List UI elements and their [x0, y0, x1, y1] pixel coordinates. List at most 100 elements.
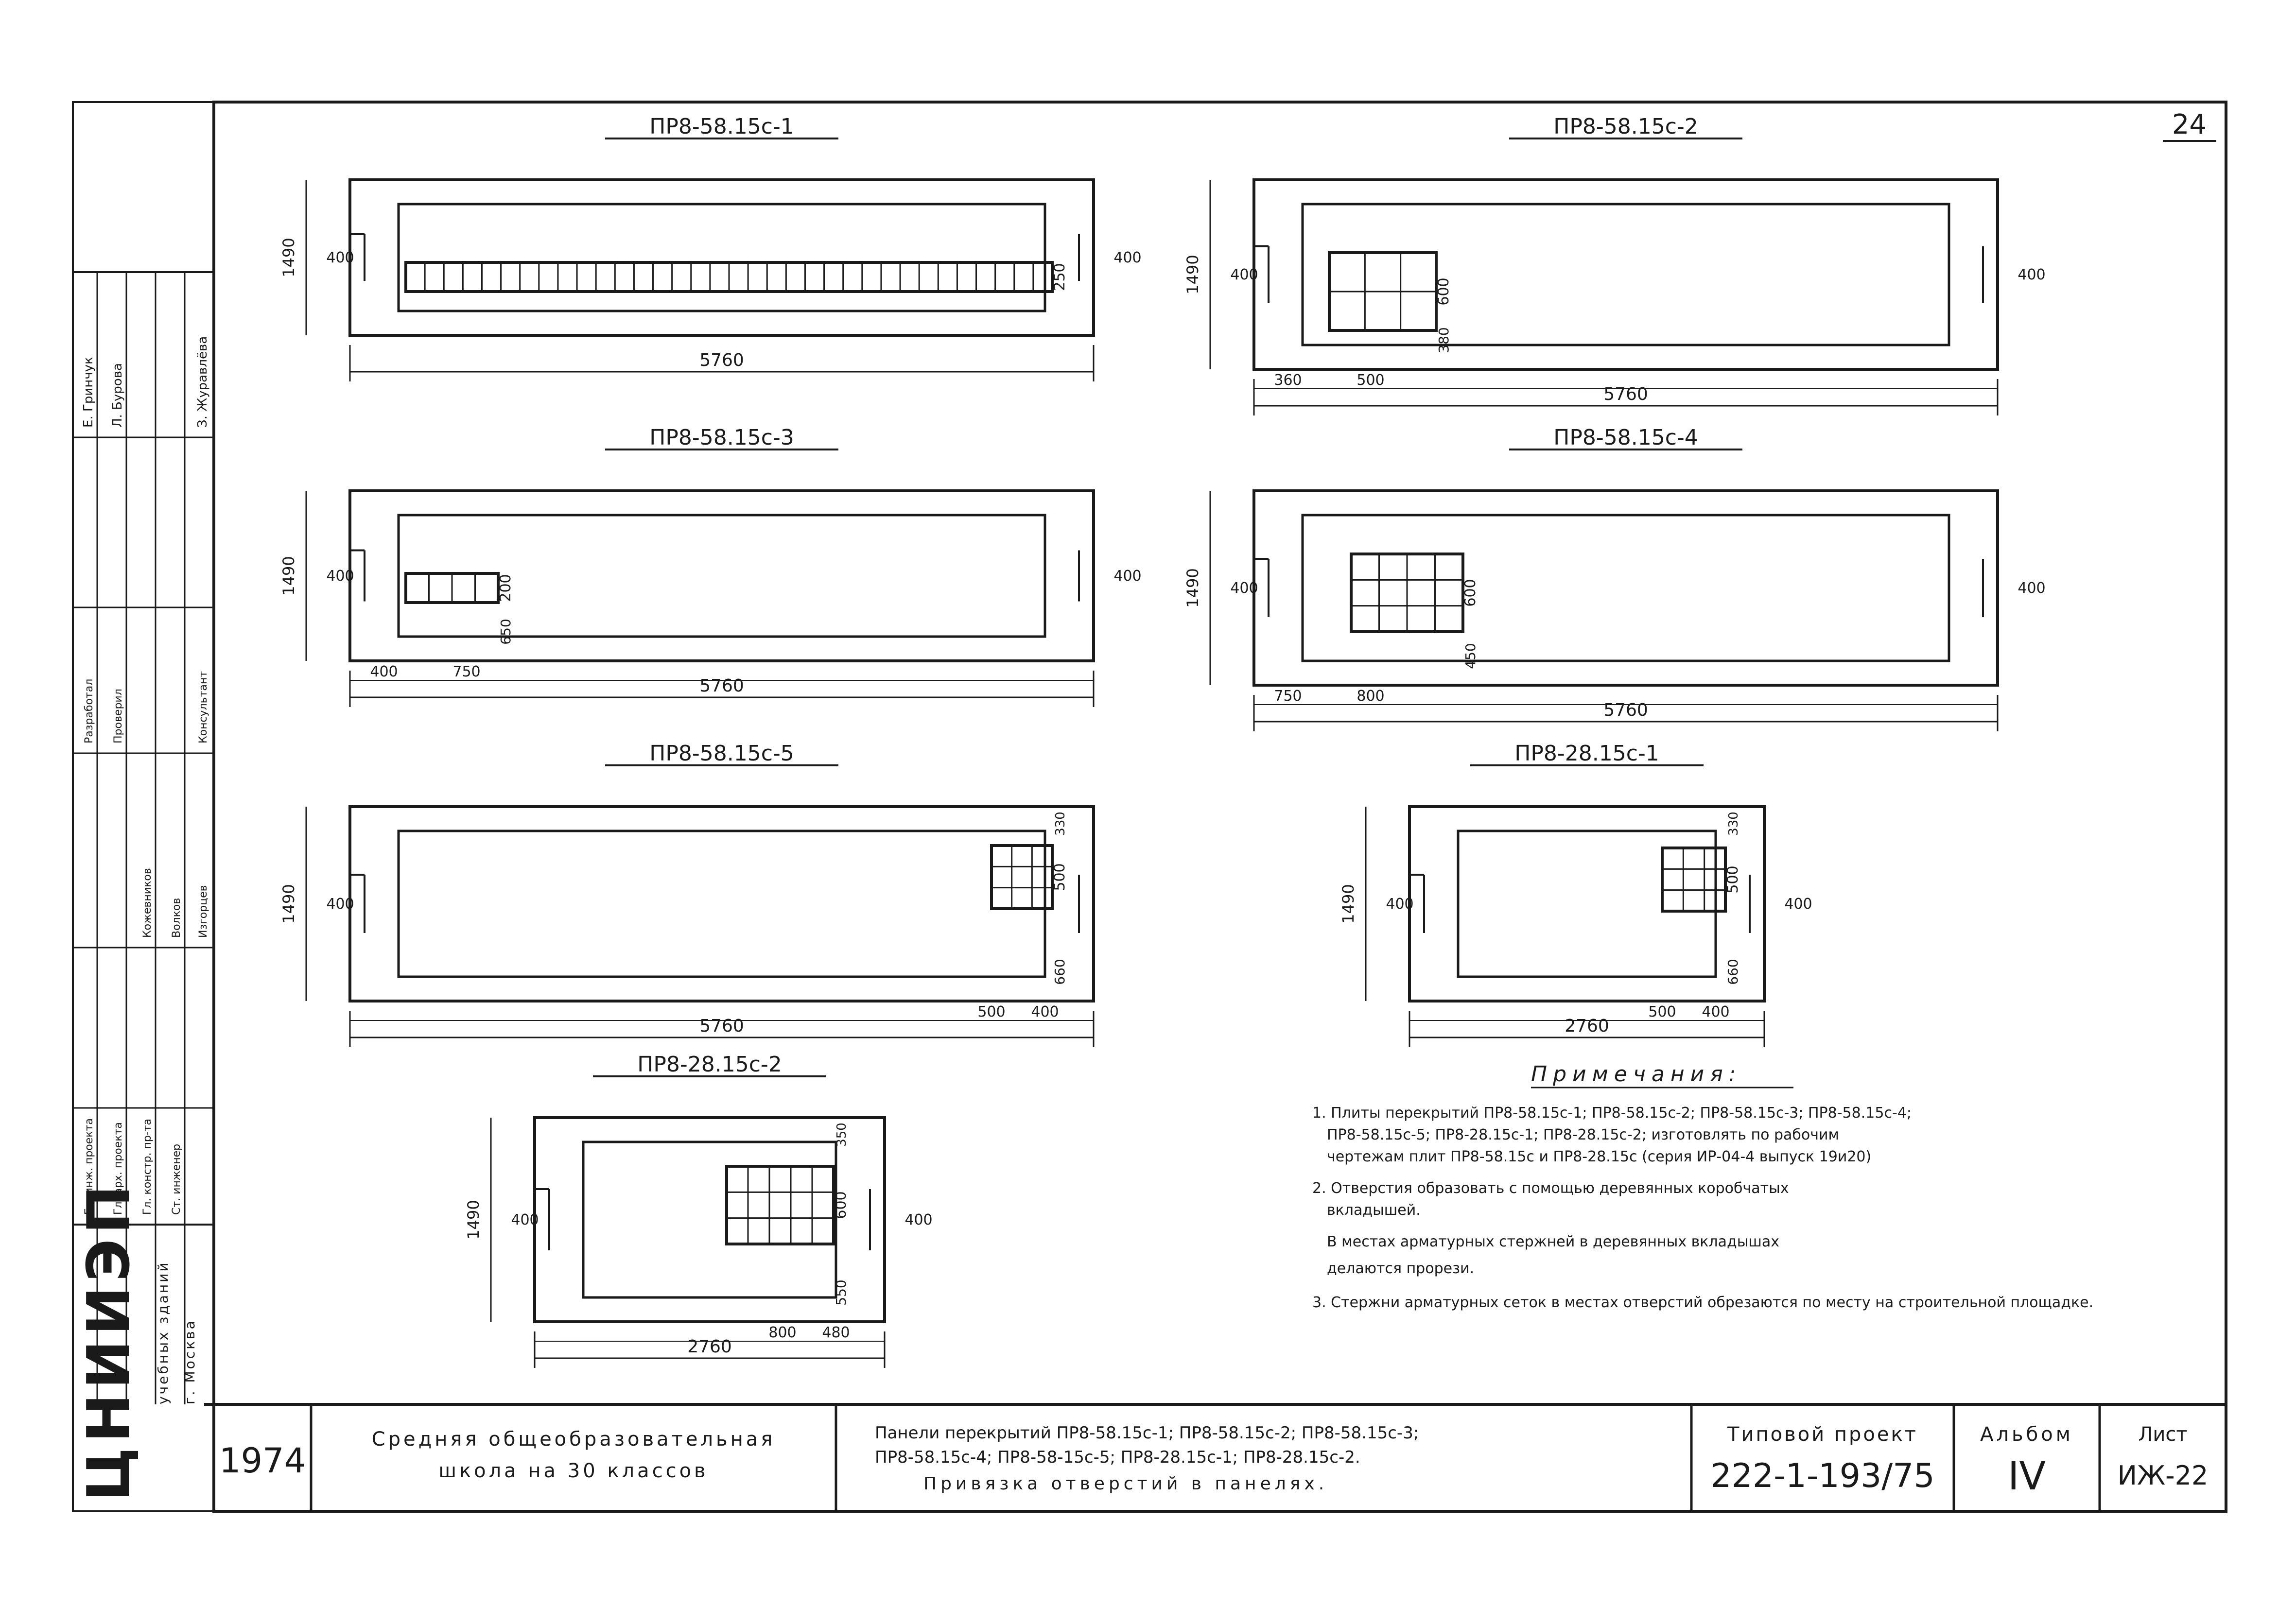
- panel-2-opening-size: 600: [1435, 277, 1452, 305]
- panel-2-outline: [1252, 178, 1999, 371]
- tb-project-label: Типовой проект: [1727, 1423, 1918, 1446]
- panel-6-end-left: 400: [1386, 896, 1413, 913]
- panel-6-length: 2760: [1565, 1016, 1609, 1036]
- panel-1-length: 5760: [699, 350, 744, 370]
- panel-6-end-right: 400: [1784, 896, 1812, 913]
- panel-4-inner-void: [1301, 514, 1950, 662]
- panel-4-opening-size: 600: [1462, 579, 1479, 606]
- panel-3-title: ПР8-58.15с-3: [649, 425, 794, 450]
- notes-line-2: ПР8-58.15с-5; ПР8-28.15с-1; ПР8-28.15с-2…: [1327, 1126, 1839, 1143]
- panel-1-outline: [348, 178, 1095, 337]
- tb-object-line-2: школа на 30 классов: [438, 1460, 708, 1482]
- notes-line-8: 3. Стержни арматурных сеток в местах отв…: [1312, 1294, 2093, 1311]
- page-number: 24: [2172, 109, 2207, 140]
- panel-5-outline: [348, 805, 1095, 1002]
- tb-object-line-1: Средняя общеобразовательная: [372, 1428, 776, 1451]
- panel-4-opening-offset: 450: [1462, 643, 1478, 669]
- panel-5-opening: [990, 844, 1054, 910]
- panel-6-height: 1490: [1339, 884, 1357, 923]
- panel-7-title: ПР8-28.15с-2: [637, 1052, 782, 1077]
- panel-2-end-right: 400: [2018, 266, 2045, 283]
- panel-3-chain-dim-2: 750: [452, 663, 480, 680]
- panel-6-chain-dim-1: 500: [1648, 1003, 1676, 1020]
- panel-7-inner-void: [582, 1140, 837, 1299]
- panel-5-title: ПР8-58.15с-5: [649, 741, 794, 766]
- panel-7-opening-offset: 550: [833, 1279, 849, 1305]
- panel-3-end-left: 400: [326, 568, 354, 585]
- tb-sheet-title-3: Привязка отверстий в панелях.: [923, 1474, 1328, 1494]
- notes-heading: Примечания:: [1531, 1062, 1742, 1087]
- panel-5-opening-top: 330: [1053, 812, 1068, 836]
- left-strip-content: ЦНИИЭП учебных зданий г. Москва Гл. инж.…: [73, 271, 214, 1502]
- panel-2-length: 5760: [1603, 384, 1648, 404]
- panel-3-chain-dim-1: 400: [370, 663, 398, 680]
- panel-4-end-left: 400: [1230, 580, 1258, 597]
- panel-2-end-left: 400: [1230, 266, 1258, 283]
- notes-block: Примечания: 1. Плиты перекрытий ПР8-58.1…: [1312, 1062, 2093, 1311]
- panel-1-title: ПР8-58.15с-1: [649, 114, 794, 139]
- tb-sheet-label: Лист: [2138, 1423, 2187, 1446]
- panel-3-inner-void: [397, 514, 1046, 638]
- left-strip: [72, 101, 215, 1512]
- ls-name-2: Л. Бурова: [110, 363, 125, 428]
- panel-1-end-left: 400: [326, 249, 354, 266]
- tb-sheet-title-1: Панели перекрытий ПР8-58.15с-1; ПР8-58.1…: [875, 1423, 1419, 1443]
- notes-line-7: делаются прорези.: [1327, 1260, 1474, 1277]
- notes-line-1: 1. Плиты перекрытий ПР8-58.15с-1; ПР8-58…: [1312, 1105, 1912, 1122]
- panel-6-opening-offset: 660: [1725, 959, 1741, 985]
- tb-project-number: 222-1-193/75: [1710, 1457, 1934, 1495]
- panel-5-inner-void: [397, 829, 1046, 978]
- panel-6-opening-top: 330: [1726, 812, 1741, 836]
- panel-7-opening-size: 600: [833, 1191, 850, 1219]
- panel-5-chain-dim-1: 500: [977, 1003, 1005, 1020]
- tb-album-label: Альбом: [1980, 1423, 2073, 1446]
- panel-2-title: ПР8-58.15с-2: [1553, 114, 1698, 139]
- ls-person-2: Волков: [171, 898, 183, 938]
- title-block: 1974 Средняя общеобразовательная школа н…: [204, 1403, 2226, 1511]
- ls-person-1: Кожевников: [141, 868, 154, 938]
- tb-year: 1974: [219, 1441, 306, 1481]
- panel-2-inner-void: [1301, 203, 1950, 346]
- panel-6-outline: [1408, 805, 1766, 1002]
- panel-7-chain-dim-2: 480: [822, 1324, 850, 1341]
- panel-2-chain-dim-2: 500: [1357, 372, 1384, 389]
- panel-6-opening: [1661, 847, 1727, 913]
- panel-7-chain-dim-1: 800: [768, 1324, 796, 1341]
- panel-4-outline: [1252, 489, 1999, 687]
- panel-1-height: 1490: [279, 238, 298, 277]
- panel-4-chain-dim-1: 750: [1274, 688, 1302, 705]
- ls-org-sub-1: учебных зданий: [155, 1261, 171, 1404]
- tb-sheet-title-2: ПР8-58.15с-4; ПР8-58-15с-5; ПР8-28.15с-1…: [875, 1448, 1360, 1467]
- panel-3-end-right: 400: [1113, 568, 1141, 585]
- ls-role-2: Гл. арх. проекта: [112, 1122, 124, 1215]
- panel-7-length: 2760: [687, 1337, 732, 1357]
- panel-7-end-right: 400: [904, 1211, 932, 1228]
- panel-7-opening: [725, 1165, 835, 1245]
- ls-dept-2: Проверил: [112, 689, 124, 743]
- panel-3-opening-offset: 650: [498, 619, 514, 644]
- panel-5-chain-dim-2: 400: [1031, 1003, 1059, 1020]
- ls-role-4: Ст. инженер: [171, 1144, 183, 1215]
- panel-6-opening-size: 500: [1724, 865, 1741, 893]
- panel-4-title: ПР8-58.15с-4: [1553, 425, 1698, 450]
- ls-name-3: З. Журавлёва: [195, 336, 210, 428]
- panel-3-height: 1490: [279, 556, 298, 595]
- panel-6-inner-void: [1457, 829, 1717, 978]
- panel-7-outline: [533, 1116, 886, 1323]
- ls-org: ЦНИИЭП: [75, 1180, 143, 1502]
- ls-name-1: Е. Гринчук: [81, 357, 96, 428]
- panel-3-opening-size: 200: [497, 574, 514, 602]
- panel-1-end-right: 400: [1113, 249, 1141, 266]
- ls-dept-1: Разработал: [83, 679, 95, 743]
- panel-6-chain-dim-2: 400: [1702, 1003, 1729, 1020]
- ls-role-3: Гл. констр. пр-та: [141, 1119, 154, 1215]
- ls-person-3: Изгорцев: [197, 885, 209, 938]
- panel-2-chain-dim-1: 360: [1274, 372, 1302, 389]
- panel-3-length: 5760: [699, 676, 744, 696]
- panel-3-outline: [348, 489, 1095, 662]
- notes-line-6: В местах арматурных стержней в деревянны…: [1327, 1233, 1779, 1250]
- ls-dept-3: Консультант: [197, 671, 209, 743]
- panel-6-title: ПР8-28.15с-1: [1514, 741, 1659, 766]
